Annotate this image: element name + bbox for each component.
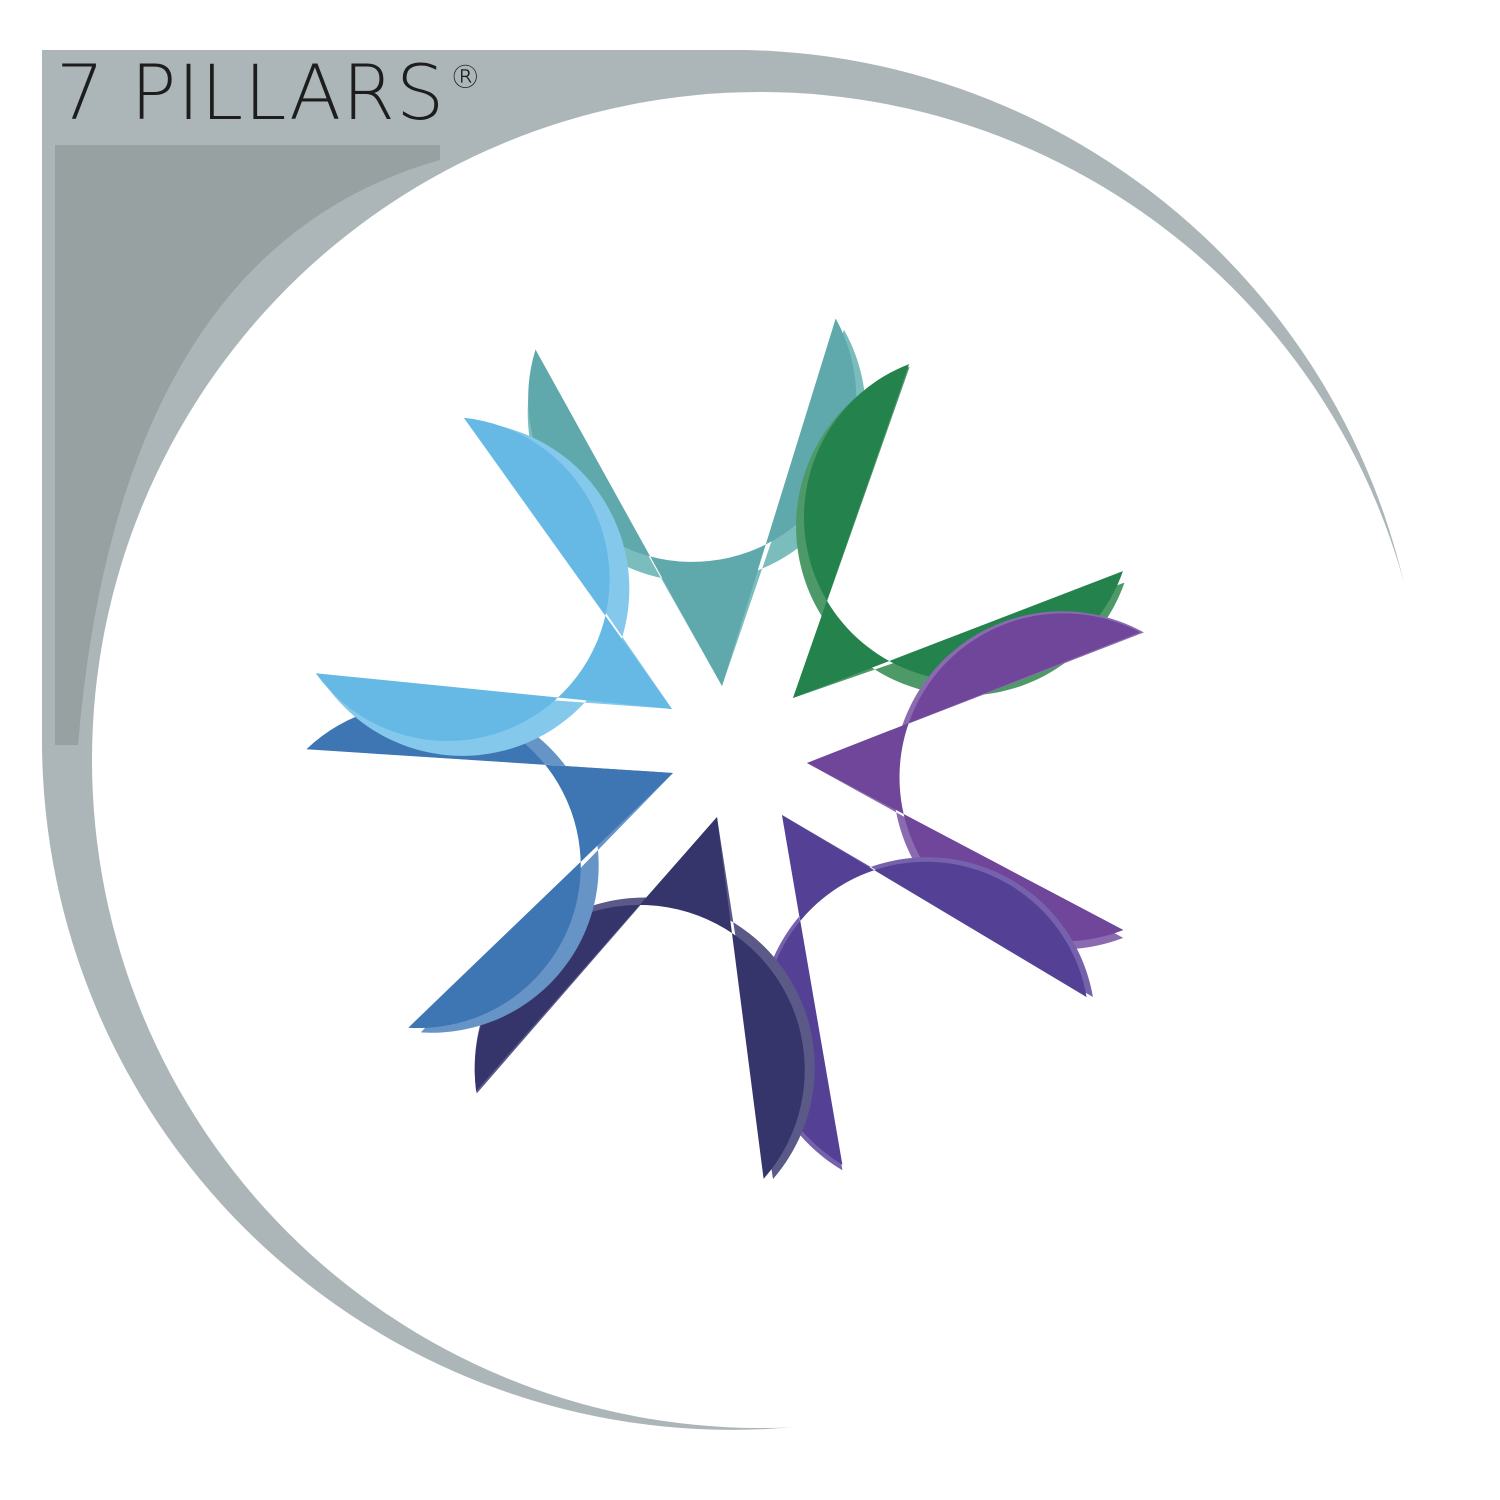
frame-corner-panel — [55, 145, 440, 745]
pillar-finance-petal — [762, 815, 1087, 1165]
pillar-legal-edge — [474, 817, 815, 1179]
title-text: 7 PILLARS — [56, 48, 446, 137]
registered-mark: ® — [449, 58, 483, 96]
inner-white-disc — [92, 92, 1428, 1428]
pillar-legal-petal — [474, 817, 805, 1179]
pillar-people-petal — [315, 417, 672, 741]
pillar-strategy-label: STRATEGY — [667, 208, 701, 371]
diagram-title: 7 PILLARS® — [56, 55, 482, 131]
pillar-capital-petal — [306, 704, 673, 1029]
